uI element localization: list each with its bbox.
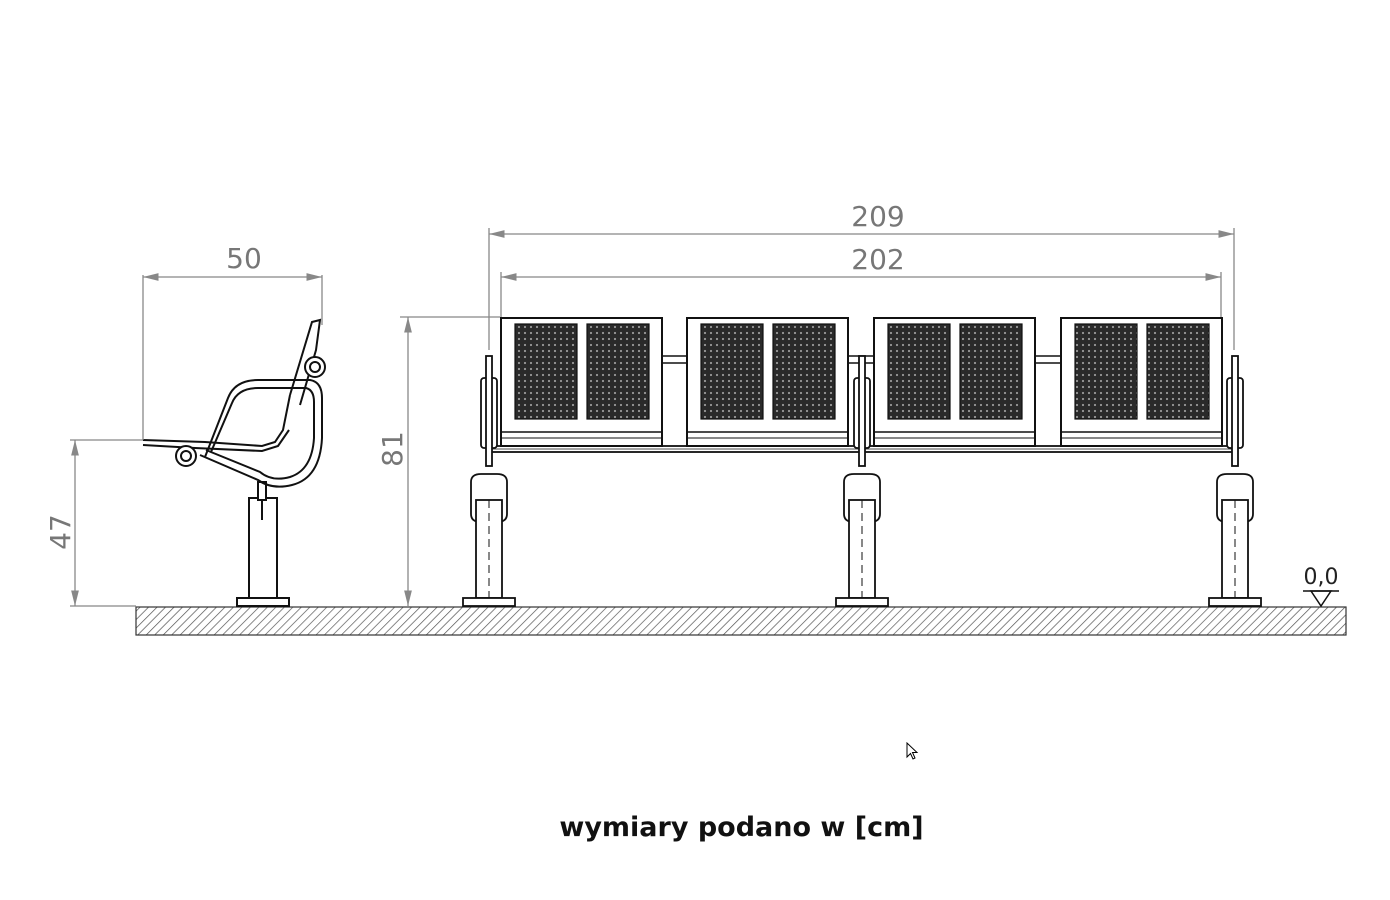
seat-module: [1060, 317, 1223, 447]
bench-leg: [1208, 355, 1262, 607]
perforated-panel: [700, 323, 764, 420]
seat-module: [686, 317, 849, 447]
perforated-panel: [1146, 323, 1210, 420]
perforated-panel: [1074, 323, 1138, 420]
ground-level-label: 0,0: [1304, 565, 1339, 590]
side-depth-label: 50: [226, 242, 262, 275]
ground-level-marker: 0,0: [1303, 565, 1339, 608]
total-height-label: 81: [376, 431, 409, 467]
bench-side-view: [142, 318, 326, 607]
seat-module: [873, 317, 1036, 447]
bench-leg: [835, 355, 889, 607]
seat-row-length-label: 202: [851, 243, 904, 276]
perforated-panel: [514, 323, 578, 420]
bench-front-view: [462, 317, 1262, 607]
seat-height-label: 47: [44, 514, 77, 550]
seat-module: [500, 317, 663, 447]
perforated-panel: [887, 323, 951, 420]
perforated-panel: [772, 323, 836, 420]
bench-leg: [462, 355, 516, 607]
overall-length-label: 209: [851, 200, 904, 233]
dimension-lines: [70, 228, 1235, 607]
perforated-panel: [586, 323, 650, 420]
arrow-cursor-icon: [906, 742, 919, 760]
ground: [135, 606, 1347, 636]
units-note: wymiary podano w [cm]: [559, 812, 924, 843]
perforated-panel: [959, 323, 1023, 420]
